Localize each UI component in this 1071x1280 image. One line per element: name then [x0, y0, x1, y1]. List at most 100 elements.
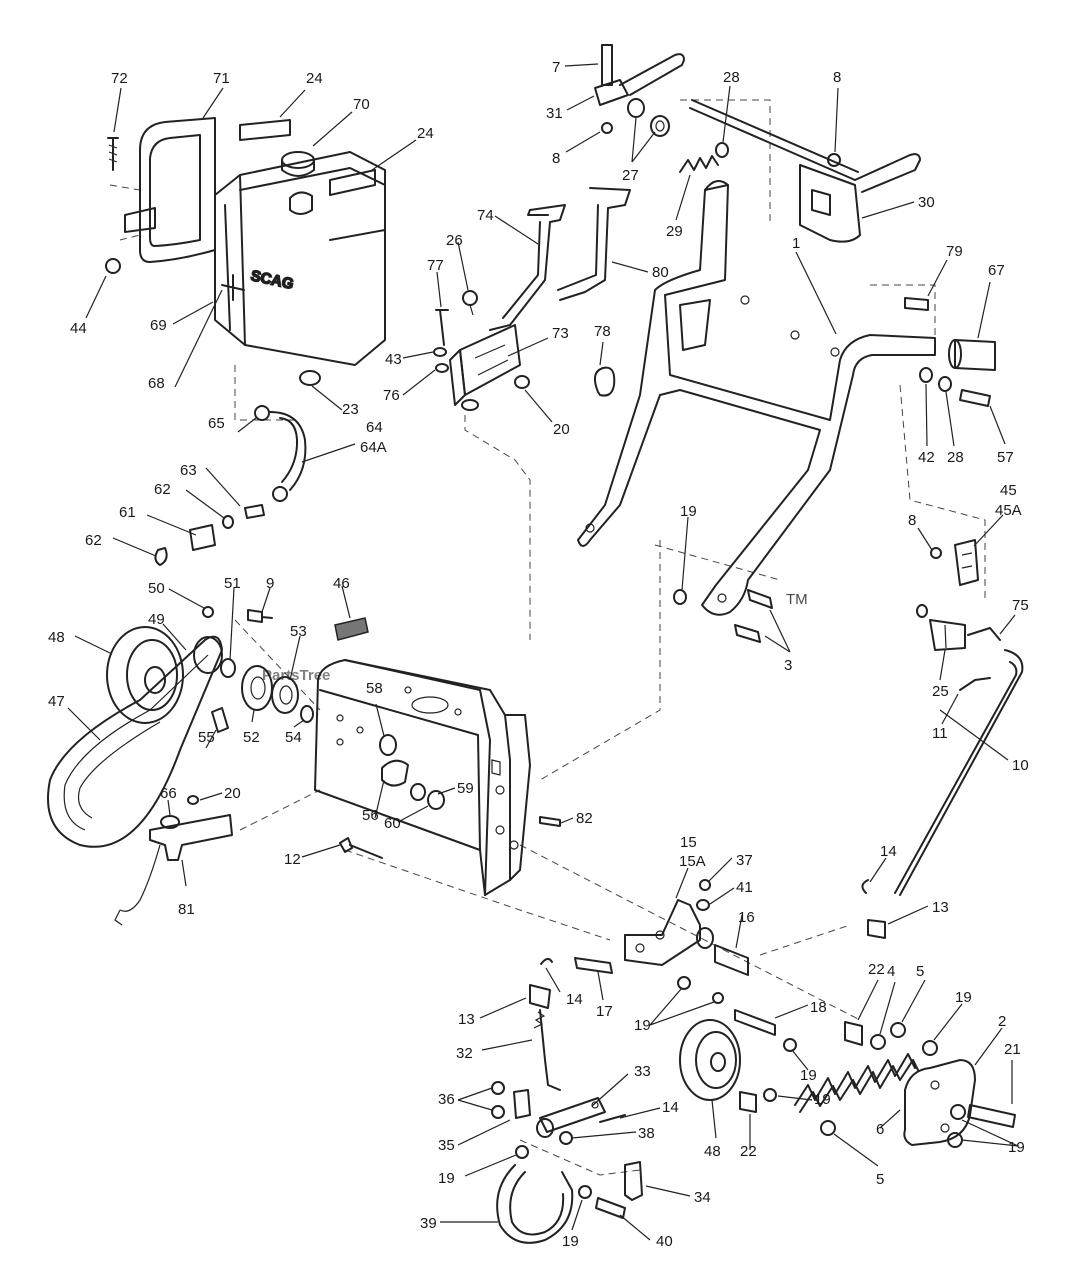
callout: 14 — [880, 843, 897, 860]
callout: 33 — [634, 1063, 651, 1080]
nut-19e — [922, 1040, 938, 1056]
callout: 2 — [998, 1013, 1006, 1030]
bracket-15 — [624, 899, 714, 966]
washer-38 — [559, 1131, 573, 1145]
callout: 42 — [918, 449, 935, 466]
bolt-12 — [339, 837, 383, 859]
callout: 30 — [918, 194, 935, 211]
callout: 57 — [997, 449, 1014, 466]
clamp-62a — [222, 515, 234, 529]
bearing-53 — [271, 676, 299, 714]
hose-64a-inner — [279, 417, 299, 483]
callout: 53 — [290, 623, 307, 640]
bolt-57 — [959, 389, 991, 407]
callout: 8 — [908, 512, 916, 529]
callout: 43 — [385, 351, 402, 368]
fuel-cap-70 — [281, 151, 315, 177]
pulley-49 — [193, 636, 223, 674]
callout: 27 — [622, 167, 639, 184]
control-arm-7-31 — [594, 44, 685, 134]
callout: 46 — [333, 575, 350, 592]
callout: 62 — [85, 532, 102, 549]
bracket-45 — [954, 539, 979, 586]
callout: 62 — [154, 481, 171, 498]
callout: 18 — [810, 999, 827, 1016]
callout: 1 — [792, 235, 800, 252]
callout: 44 — [70, 320, 87, 337]
washer-41 — [696, 899, 710, 911]
grip-67 — [948, 339, 996, 371]
callout: 26 — [446, 232, 463, 249]
belt-47 — [47, 635, 223, 848]
lockwasher-43 — [433, 347, 447, 357]
pin-14b — [540, 958, 553, 965]
clamp-62b — [154, 547, 168, 566]
decal-24b — [329, 169, 376, 196]
callout: 59 — [457, 780, 474, 797]
screw-26 — [462, 290, 478, 316]
callout: 82 — [576, 810, 593, 827]
callout: 40 — [656, 1233, 673, 1250]
callout: 19 — [1008, 1139, 1025, 1156]
callout: 36 — [438, 1091, 455, 1108]
callout: 64 — [366, 419, 383, 436]
bolt-21 — [967, 1104, 1016, 1128]
tank-bracket-71 — [124, 117, 216, 263]
bolt-3b — [734, 624, 761, 643]
decal-24a — [239, 119, 291, 141]
callout: 24 — [417, 125, 434, 142]
handle-frame-1 — [577, 180, 936, 616]
callout: 79 — [946, 243, 963, 260]
washer-42 — [919, 367, 933, 383]
clevis-13b — [529, 984, 551, 1009]
nut-36b — [491, 1105, 505, 1119]
callout-labels: 72 71 24 70 24 44 69 7 31 8 27 28 8 30 2… — [48, 59, 1029, 1250]
filter-61 — [189, 524, 216, 551]
watermark-tm: TM — [786, 591, 808, 608]
callout: 14 — [566, 991, 583, 1008]
callout: 20 — [224, 785, 241, 802]
callout: 19 — [634, 1017, 651, 1034]
bushing-27 — [627, 98, 670, 137]
callout: 41 — [736, 879, 753, 896]
pulley-48b — [679, 1019, 741, 1101]
callout: 14 — [662, 1099, 679, 1116]
callout: 19 — [438, 1170, 455, 1187]
bolt-79 — [904, 297, 929, 311]
callout: 15 — [680, 834, 697, 851]
clip-78 — [593, 366, 616, 397]
callout: 51 — [224, 575, 241, 592]
callout: 69 — [150, 317, 167, 334]
pad-46 — [334, 617, 369, 641]
bracket-56 — [381, 759, 409, 787]
callout: 76 — [383, 387, 400, 404]
callout: 55 — [198, 729, 215, 746]
screw-37 — [699, 879, 711, 891]
nut-5a — [890, 1022, 906, 1038]
callout: 35 — [438, 1137, 455, 1154]
callout: 10 — [1012, 757, 1029, 774]
callout: 23 — [342, 401, 359, 418]
callout: 58 — [366, 680, 383, 697]
callout: 31 — [546, 105, 563, 122]
rod-10 — [894, 649, 1024, 896]
pin-14a — [861, 879, 869, 894]
callout: 39 — [420, 1215, 437, 1232]
spacer-22b — [739, 1091, 757, 1113]
callout: 78 — [594, 323, 611, 340]
callout: 29 — [666, 223, 683, 240]
spring-29 — [679, 155, 719, 173]
nut-19i — [515, 1145, 529, 1159]
nut-5b — [820, 1120, 836, 1136]
callout: 54 — [285, 729, 302, 746]
callout: 72 — [111, 70, 128, 87]
callout: 37 — [736, 852, 753, 869]
bushing-58 — [379, 734, 397, 756]
callout: 56 — [362, 807, 379, 824]
shaft-30 — [689, 99, 921, 243]
callout: 12 — [284, 851, 301, 868]
nut-44 — [105, 258, 121, 274]
callout: 5 — [876, 1171, 884, 1188]
callout: 7 — [552, 59, 560, 76]
